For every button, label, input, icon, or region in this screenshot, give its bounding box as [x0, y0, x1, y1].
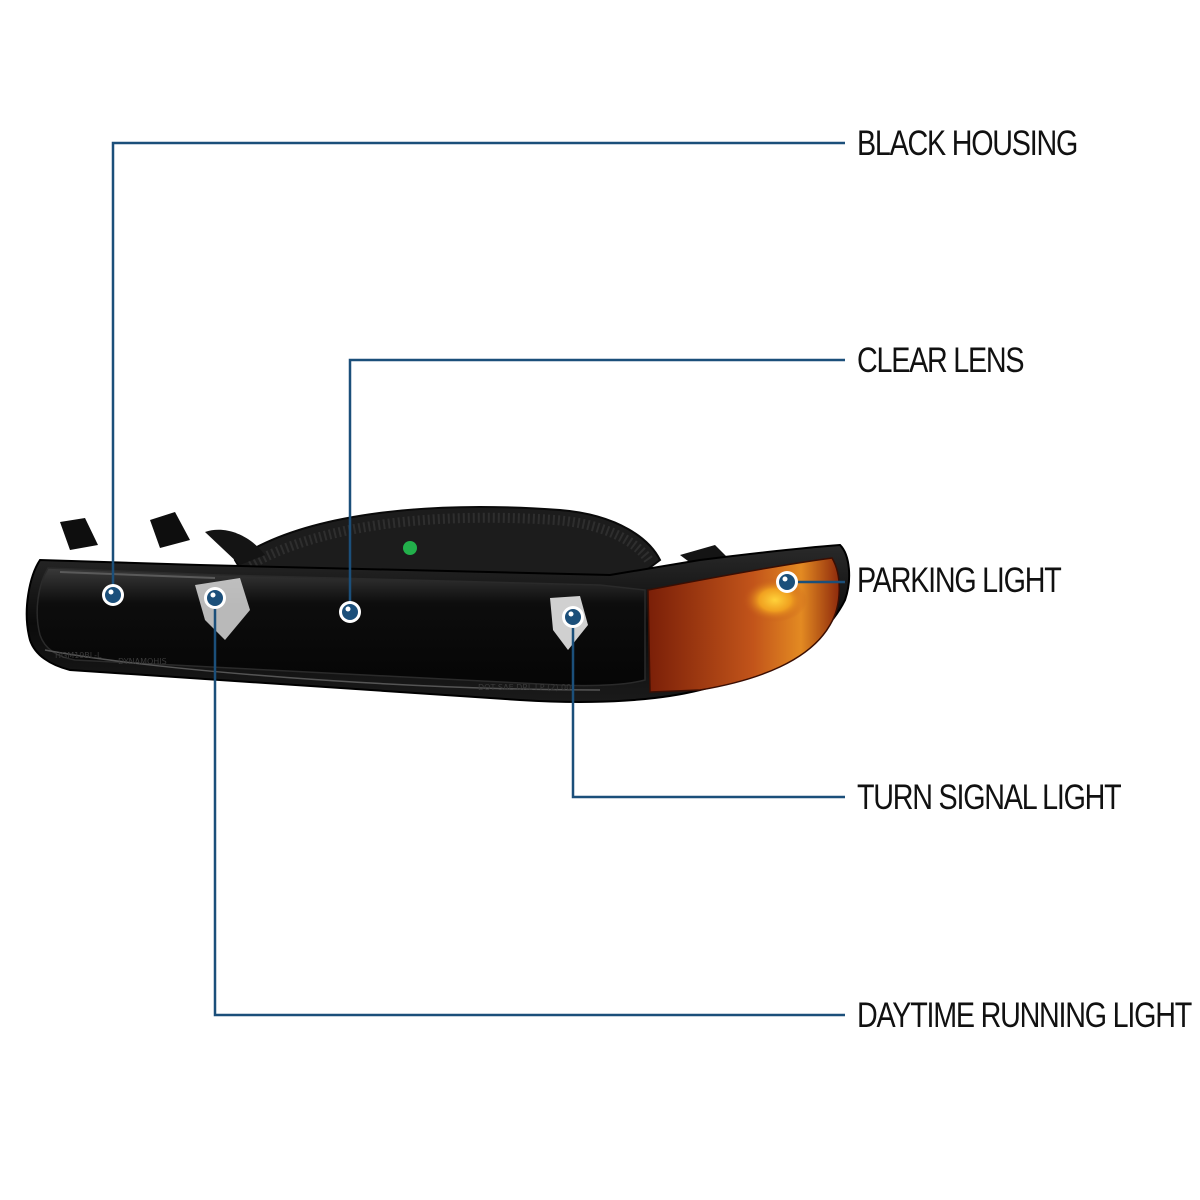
certification-marking: DOT SAE DRL I P (2) 00 [478, 683, 571, 692]
clear-lens-face [36, 567, 646, 687]
callout-dot-black-housing [102, 584, 124, 606]
lens-bottom-edge [44, 649, 601, 691]
callout-dot-turn-signal [562, 606, 584, 628]
mounting-bracket [205, 529, 265, 565]
rear-mesh-texture [247, 512, 655, 570]
label-black-housing: BLACK HOUSING [857, 124, 1078, 163]
label-turn-signal-light: TURN SIGNAL LIGHT [857, 778, 1122, 817]
lens-highlight [59, 571, 216, 579]
label-daytime-running-light: DAYTIME RUNNING LIGHT [857, 996, 1192, 1035]
callout-line-clear-lens [348, 358, 845, 612]
label-parking-light: PARKING LIGHT [857, 561, 1062, 600]
callout-line-daytime-running [213, 598, 845, 1017]
part-number-marking: HGM19BL-L [55, 651, 102, 660]
green-sticker-icon [403, 541, 417, 555]
brand-marking: DYNAMOHIS [118, 657, 167, 666]
callout-line-turn-signal [571, 617, 845, 799]
mounting-tab-left [60, 518, 98, 550]
callout-dot-clear-lens [339, 601, 361, 623]
callout-dot-daytime-running [204, 587, 226, 609]
callout-dot-parking-light [776, 571, 798, 593]
label-clear-lens: CLEAR LENS [857, 341, 1025, 380]
mounting-tab-center [150, 512, 190, 548]
callout-line-black-housing [111, 141, 845, 595]
